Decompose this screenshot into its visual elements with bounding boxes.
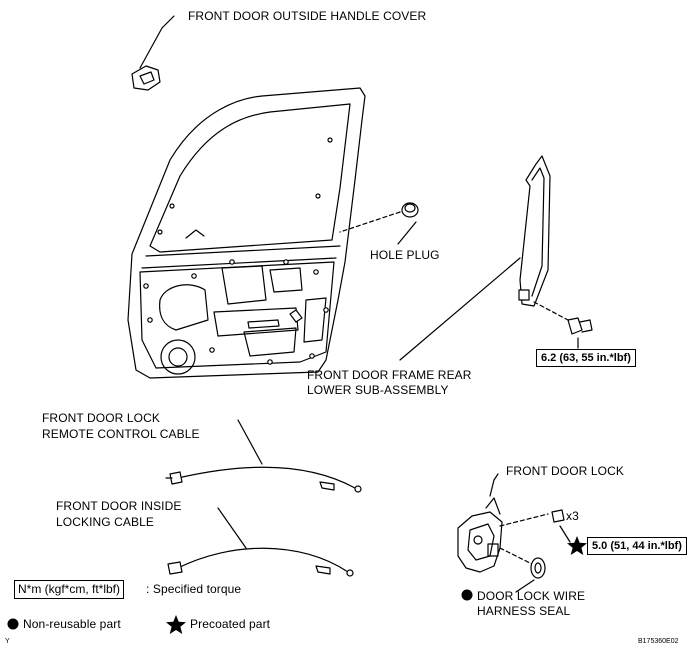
symbols [7, 536, 587, 634]
label-wire-seal-line2: HARNESS SEAL [477, 604, 571, 618]
label-remote-cable-line1: FRONT DOOR LOCK [42, 411, 160, 425]
front-door-panel [127, 87, 366, 379]
label-wire-seal-line1: DOOR LOCK WIRE [477, 589, 586, 603]
legend-torque-description: : Specified torque [146, 582, 242, 596]
precoated-legend-star-icon [166, 615, 186, 634]
label-inside-cable-line2: LOCKING CABLE [56, 515, 154, 529]
door-lock-part [457, 473, 565, 573]
torque-lock-screw: 5.0 (51, 44 in.*lbf) [587, 537, 687, 555]
footer-code: Y [5, 638, 10, 645]
wire-harness-seal-part [515, 557, 546, 593]
figure-id: B175360E02 [638, 638, 679, 645]
precoated-star-icon [567, 536, 587, 555]
label-frame-rear-line1: FRONT DOOR FRAME REAR [307, 368, 472, 382]
non-reusable-dot-icon [461, 589, 473, 601]
label-inside-cable-line1: FRONT DOOR INSIDE [56, 499, 182, 513]
torque-frame-bolt: 6.2 (63, 55 in.*lbf) [536, 349, 636, 367]
frame-bolt-part [533, 301, 593, 349]
label-front-door-lock: FRONT DOOR LOCK [506, 464, 624, 478]
label-remote-cable-line2: REMOTE CONTROL CABLE [42, 427, 200, 441]
label-hole-plug: HOLE PLUG [370, 248, 440, 262]
label-bolt-quantity: x3 [566, 509, 579, 523]
legend-torque-units: N*m (kgf*cm, ft*lbf) [14, 580, 125, 599]
remote-control-cable-part [165, 419, 362, 493]
label-frame-rear-line2: LOWER SUB-ASSEMBLY [307, 383, 449, 397]
legend-non-reusable-label: Non-reusable part [23, 617, 121, 631]
hole-plug-part [339, 202, 419, 245]
label-outside-handle-cover: FRONT DOOR OUTSIDE HANDLE COVER [188, 9, 427, 23]
inside-locking-cable-part [167, 507, 354, 577]
non-reusable-legend-icon [7, 618, 19, 630]
frame-rear-part [399, 155, 551, 361]
legend-precoated-label: Precoated part [190, 617, 271, 631]
handle-cover-part [131, 15, 175, 91]
